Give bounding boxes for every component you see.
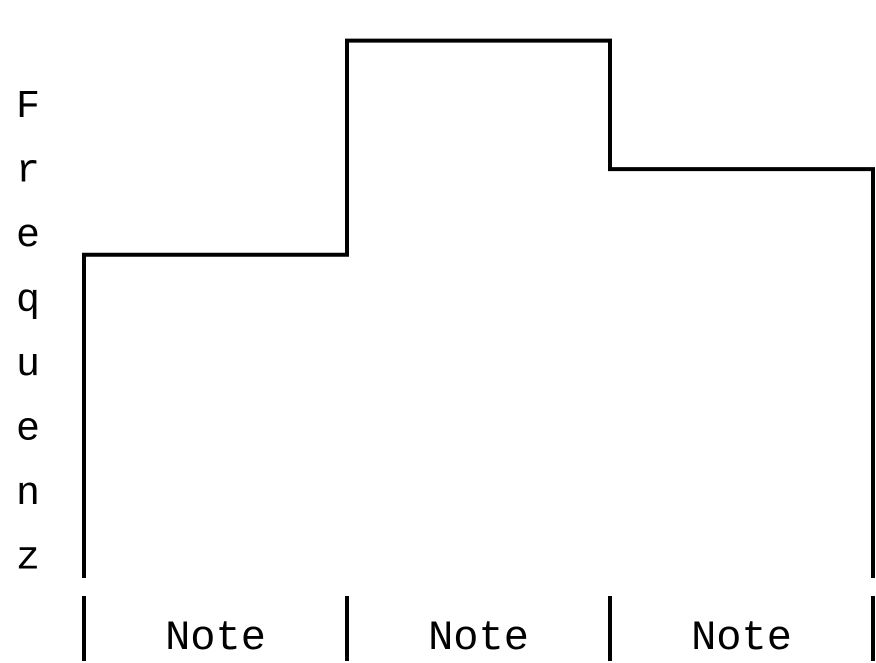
category-label: Note <box>428 614 529 662</box>
bars <box>84 40 873 578</box>
category-label: Note <box>691 614 792 662</box>
y-axis-label-letter: z <box>16 537 40 582</box>
y-axis-label-letter: q <box>16 279 40 324</box>
category-label: Note <box>165 614 266 662</box>
y-axis-label-letter: F <box>16 85 40 130</box>
y-axis-label-letter: u <box>16 343 40 388</box>
bar-1 <box>84 254 347 578</box>
bar-2 <box>347 40 610 578</box>
y-axis-label-letter: e <box>16 214 40 259</box>
y-axis-label-letter: e <box>16 408 40 453</box>
y-axis-label-letter: n <box>16 472 40 517</box>
y-axis-label-letter: r <box>16 150 40 195</box>
category-dividers <box>82 596 875 661</box>
histogram-outline <box>82 38 875 578</box>
bar-3 <box>610 169 873 578</box>
category-labels: Note Note Note <box>165 614 792 662</box>
